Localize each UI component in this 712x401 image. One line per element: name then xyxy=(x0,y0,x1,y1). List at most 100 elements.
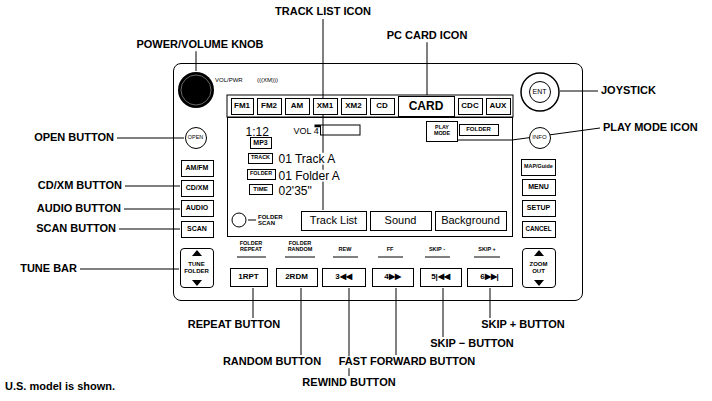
preset-button: 2RDM xyxy=(276,268,318,287)
source-tab: AM xyxy=(285,98,310,115)
open-button: OPEN xyxy=(185,127,207,149)
leader-line xyxy=(427,42,428,95)
node-text: (((XM))) xyxy=(257,77,278,83)
format-tag: MP3 xyxy=(250,137,272,149)
label-bar xyxy=(425,257,450,258)
node-text: SETUP xyxy=(527,204,550,211)
node-text: 1RPT xyxy=(238,273,258,281)
callout-label: REW xyxy=(339,247,352,253)
soft-key: Background xyxy=(435,211,507,231)
callout-label: FOLDER SCAN xyxy=(258,214,282,227)
leader-line xyxy=(248,220,256,221)
source-tab: XM1 xyxy=(313,98,338,115)
node-text: CANCEL xyxy=(525,226,551,233)
leader-line xyxy=(80,269,179,270)
callout-label: TRACK LIST ICON xyxy=(275,6,371,18)
head-unit-panel: VOL/PWR(((XM)))1:12VOL 401 Track A01 Fol… xyxy=(173,63,583,301)
node-text: Sound xyxy=(385,215,417,227)
label-bar xyxy=(474,257,500,258)
callout-label: U.S. model is shown. xyxy=(5,381,115,393)
source-tab: XM2 xyxy=(341,98,367,115)
node-text: TRACK xyxy=(251,155,270,161)
preset-button: 4▶▶ xyxy=(372,268,414,287)
joystick-ring xyxy=(521,73,559,111)
callout-label: SKIP - xyxy=(429,247,445,253)
node-text: INFO xyxy=(532,134,546,140)
leader-line xyxy=(443,288,444,337)
preset-button: 3◀◀ xyxy=(322,268,366,287)
callout-label: AUDIO BUTTON xyxy=(37,203,121,215)
leader-line xyxy=(253,288,254,318)
callout-label: FAST FORWARD BUTTON xyxy=(339,356,475,368)
leader-line xyxy=(396,288,397,355)
node-text: 02'35" xyxy=(278,184,313,197)
panel-button: AM/FM xyxy=(181,160,214,177)
node-text: TUNE FOLDER xyxy=(184,261,210,274)
node-text: AUDIO xyxy=(186,204,209,211)
volume-bar xyxy=(315,125,360,135)
rocker-arrow xyxy=(192,280,202,286)
callout-label: CD/XM BUTTON xyxy=(38,180,122,192)
node-text: XM2 xyxy=(345,102,361,110)
mode-tag: FOLDER xyxy=(459,124,499,136)
panel-button: AUDIO xyxy=(181,200,214,217)
tab-frame xyxy=(227,95,513,117)
node-text: 01 Folder A xyxy=(278,169,341,182)
node-text: ZOOM OUT xyxy=(526,261,552,274)
preset-button: 5|◀◀ xyxy=(420,268,462,287)
play-mode-icon: PLAY MODE xyxy=(426,121,458,142)
callout-label: REPEAT BUTTON xyxy=(188,319,281,331)
source-tab: CD xyxy=(370,98,395,115)
node-text: CD/XM xyxy=(186,184,209,191)
rocker-arrow xyxy=(192,250,202,256)
callout-label: OPEN BUTTON xyxy=(34,132,114,144)
knob-rim xyxy=(181,75,211,105)
label-bar xyxy=(285,257,315,258)
field-tag: FOLDER xyxy=(247,169,276,180)
panel-button: MENU xyxy=(522,179,556,196)
node-text: MP3 xyxy=(253,139,267,146)
node-text: XM1 xyxy=(317,102,333,110)
source-tab: FM2 xyxy=(257,98,282,115)
source-tab: AUX xyxy=(486,98,511,115)
callout-label: RANDOM BUTTON xyxy=(223,356,321,368)
preset-button: 1RPT xyxy=(230,268,268,287)
leader-line xyxy=(490,288,491,318)
node-text: VOL/PWR xyxy=(215,77,243,83)
source-tab: FM1 xyxy=(231,98,254,115)
node-text: PLAY MODE xyxy=(429,125,455,136)
leader-line xyxy=(560,91,598,92)
field-tag: TIME xyxy=(249,184,273,195)
field-tag: TRACK xyxy=(248,153,273,164)
node-text: 3◀◀ xyxy=(335,273,351,281)
node-text: 01 Track A xyxy=(278,152,337,165)
preset-button: 6▶▶| xyxy=(467,268,513,287)
leader-line xyxy=(119,229,180,230)
node-text: Background xyxy=(441,215,500,227)
power-volume-knob xyxy=(178,72,214,108)
callout-label: SCAN BUTTON xyxy=(36,223,116,235)
callout-label: PC CARD ICON xyxy=(387,30,468,42)
node-text: AUX xyxy=(490,102,507,110)
callout-label: FOLDER RANDOM xyxy=(285,241,315,253)
node-text: CDC xyxy=(461,102,478,110)
node-text: FM1 xyxy=(234,102,250,110)
node-text: 6▶▶| xyxy=(480,273,499,281)
callout-label: FF xyxy=(387,247,394,253)
callout-label: TUNE BAR xyxy=(20,263,77,275)
node-text: CD xyxy=(376,102,388,110)
node-text: Track List xyxy=(310,215,357,227)
pc-card-icon: CARD xyxy=(398,96,455,117)
callout-label: REWIND BUTTON xyxy=(302,377,395,389)
node-text: FOLDER xyxy=(250,171,272,177)
node-text: 1:12 xyxy=(245,125,270,138)
panel-button: CANCEL xyxy=(522,221,556,238)
tune-bar: TUNE FOLDER xyxy=(180,248,214,288)
soft-key: Sound xyxy=(370,211,432,231)
node-text: MENU xyxy=(528,183,549,190)
label-bar xyxy=(378,257,403,258)
callout-label: POWER/VOLUME KNOB xyxy=(136,39,263,51)
joystick-enter: ENT xyxy=(529,81,551,103)
leader-line xyxy=(196,51,197,71)
